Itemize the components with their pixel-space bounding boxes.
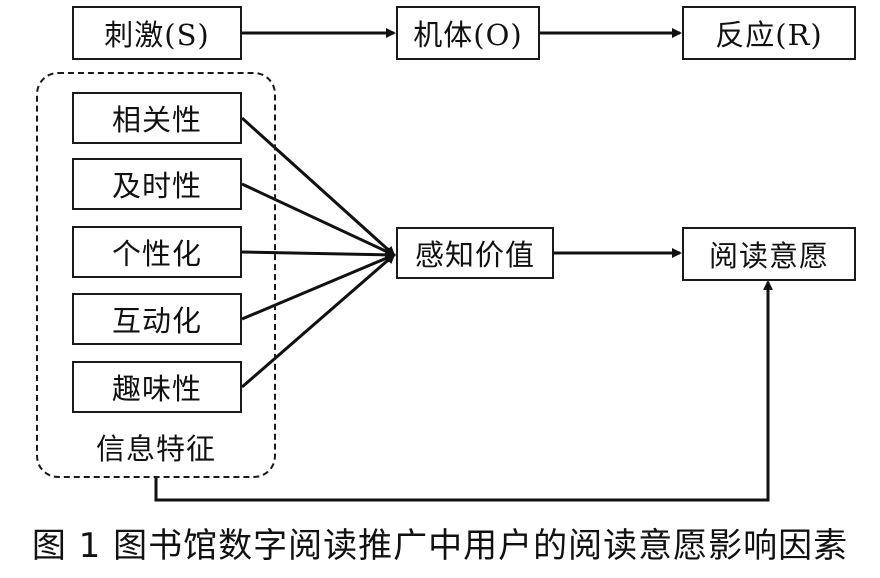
feature-box-personalization: 个性化 [72,226,242,278]
perceived-value-box: 感知价值 [396,227,554,279]
organism-box: 机体(O) [396,6,540,60]
arrow-feature-2 [241,182,396,257]
feature-box-relevance: 相关性 [72,92,242,144]
figure-caption: 图 1 图书馆数字阅读推广中用户的阅读意愿影响因素 [31,526,849,566]
arrow-feature-3 [241,249,396,260]
information-features-group [36,72,276,478]
stimulus-box: 刺激(S) [72,6,242,60]
response-box: 反应(R) [682,6,856,60]
reading-intention-box: 阅读意愿 [682,227,856,281]
arrow-feature-4 [241,253,396,321]
feature-box-interactivity: 互动化 [72,293,242,345]
arrow-features-to-intention [154,280,773,502]
feature-box-fun: 趣味性 [72,361,242,413]
arrow-feature-1 [240,116,396,257]
feature-box-timeliness: 及时性 [72,158,242,210]
arrow-feature-5 [241,253,396,389]
group-label: 信息特征 [95,432,216,466]
